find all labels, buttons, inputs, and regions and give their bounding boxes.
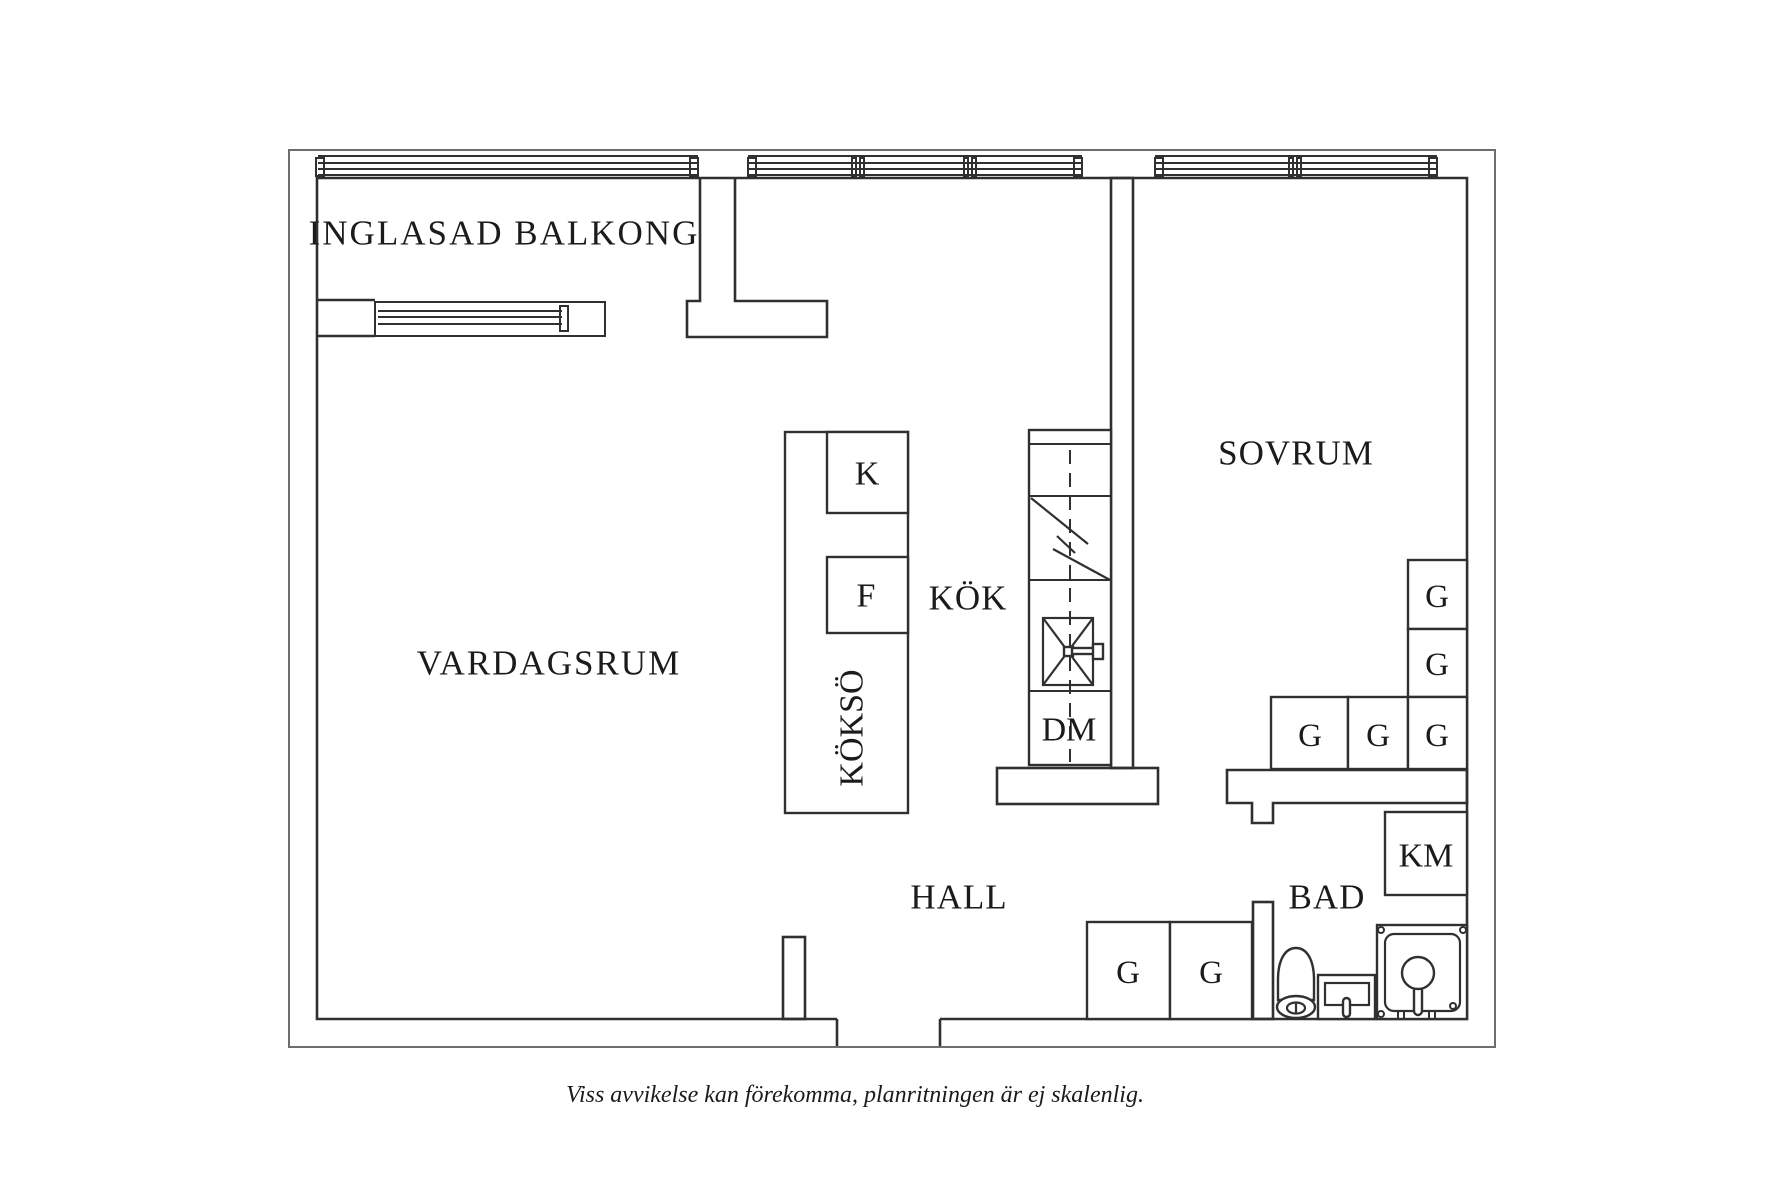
window-mullion [1296,157,1302,177]
wardrobe-box [1269,695,1350,771]
outer-wall [288,149,1496,1048]
window-mullion [859,157,865,177]
shower-drain [1400,955,1436,991]
kitchen-window [747,155,1083,177]
wardrobe-box [1406,627,1469,699]
window-mullion [963,157,969,177]
hall-label: HALL [910,878,1007,917]
shower-corner-dot [1459,926,1467,934]
wardrobe-box [1406,695,1469,771]
wardrobe-box [1168,920,1254,1021]
window-mullion [851,157,857,177]
wardrobe-label: G [1425,579,1449,615]
wardrobe-label: G [1116,955,1140,991]
bathroom-sink-icon [1316,973,1377,1021]
window-jamb [689,157,699,177]
window-jamb [315,157,325,177]
bedroom-bathroom-wall [1225,768,1469,825]
window-jamb [559,305,569,332]
freezer-label: F [857,578,876,615]
kitchen-counter [1027,428,1113,767]
fridge-box [825,430,910,515]
balcony-window [315,155,699,177]
toilet-icon [1275,946,1317,1020]
shower-handle [1412,984,1424,1017]
window-jamb [1154,157,1164,177]
balcony-door-window [374,301,606,337]
bathroom-label: BAD [1289,878,1366,917]
window-mullion [1288,157,1294,177]
disclaimer-caption: Viss avvikelse kan förekomma, planritnin… [566,1082,1144,1108]
wardrobe-box [1085,920,1172,1021]
kitchen-island-label: KÖKSÖ [834,669,871,786]
stove-icon [1030,497,1111,581]
washing-machine-label: KM [1399,838,1454,875]
wardrobe-label: G [1298,718,1322,754]
bedroom-wardrobes [1269,558,1469,771]
balcony-floor-wall [317,298,375,338]
window-mullion [971,157,977,177]
balcony-kitchen-divider-wall [685,178,829,339]
hall-wall-stub [781,935,807,1021]
balcony-window-glazing [318,155,698,176]
toilet-bowl [1276,946,1316,1002]
outer-wall-line [288,149,1496,1048]
kitchen-sink-icon [1041,616,1105,687]
kitchen-label: KÖK [929,579,1008,618]
shower-corner-dot [1377,1010,1385,1018]
bathroom-wall-stub [1251,900,1275,1021]
wardrobe-label: G [1366,718,1390,754]
faucet-base [1091,642,1105,661]
washing-machine-box [1383,810,1469,897]
fridge-label: K [855,456,880,493]
living-room-label: VARDAGSRUM [417,644,681,683]
kitchen-bedroom-wall [1109,176,1135,770]
wardrobe-label: G [1425,718,1449,754]
window-jamb [747,157,757,177]
sink-tap [1341,996,1352,1019]
shower-feet [1397,1012,1436,1019]
labels: INGLASAD BALKONG VARDAGSRUM KÖK SOVRUM H… [309,214,1454,1109]
balcony-door-window-frame [374,301,606,337]
bedroom-label: SOVRUM [1218,434,1374,473]
window-jamb [1073,157,1083,177]
wardrobe-label: G [1199,955,1223,991]
freezer-box [825,555,910,635]
bedroom-window [1154,155,1438,177]
balcony-door-window-glazing [378,310,562,325]
kitchen-wall-foot [995,766,1160,806]
window-jamb [1428,157,1438,177]
wardrobe-box [1406,558,1469,631]
wardrobe-label: G [1425,647,1449,683]
balcony-label: INGLASAD BALKONG [309,214,700,253]
kitchen-window-glazing [748,155,1082,176]
shower-icon [1375,923,1469,1021]
kitchen-island [783,430,910,815]
dishwasher-label: DM [1042,712,1097,749]
shower-corner-dot [1449,1002,1457,1010]
wardrobe-box [1346,695,1410,771]
shower-corner-dot [1377,926,1385,934]
hall-wardrobes [1085,920,1254,1021]
